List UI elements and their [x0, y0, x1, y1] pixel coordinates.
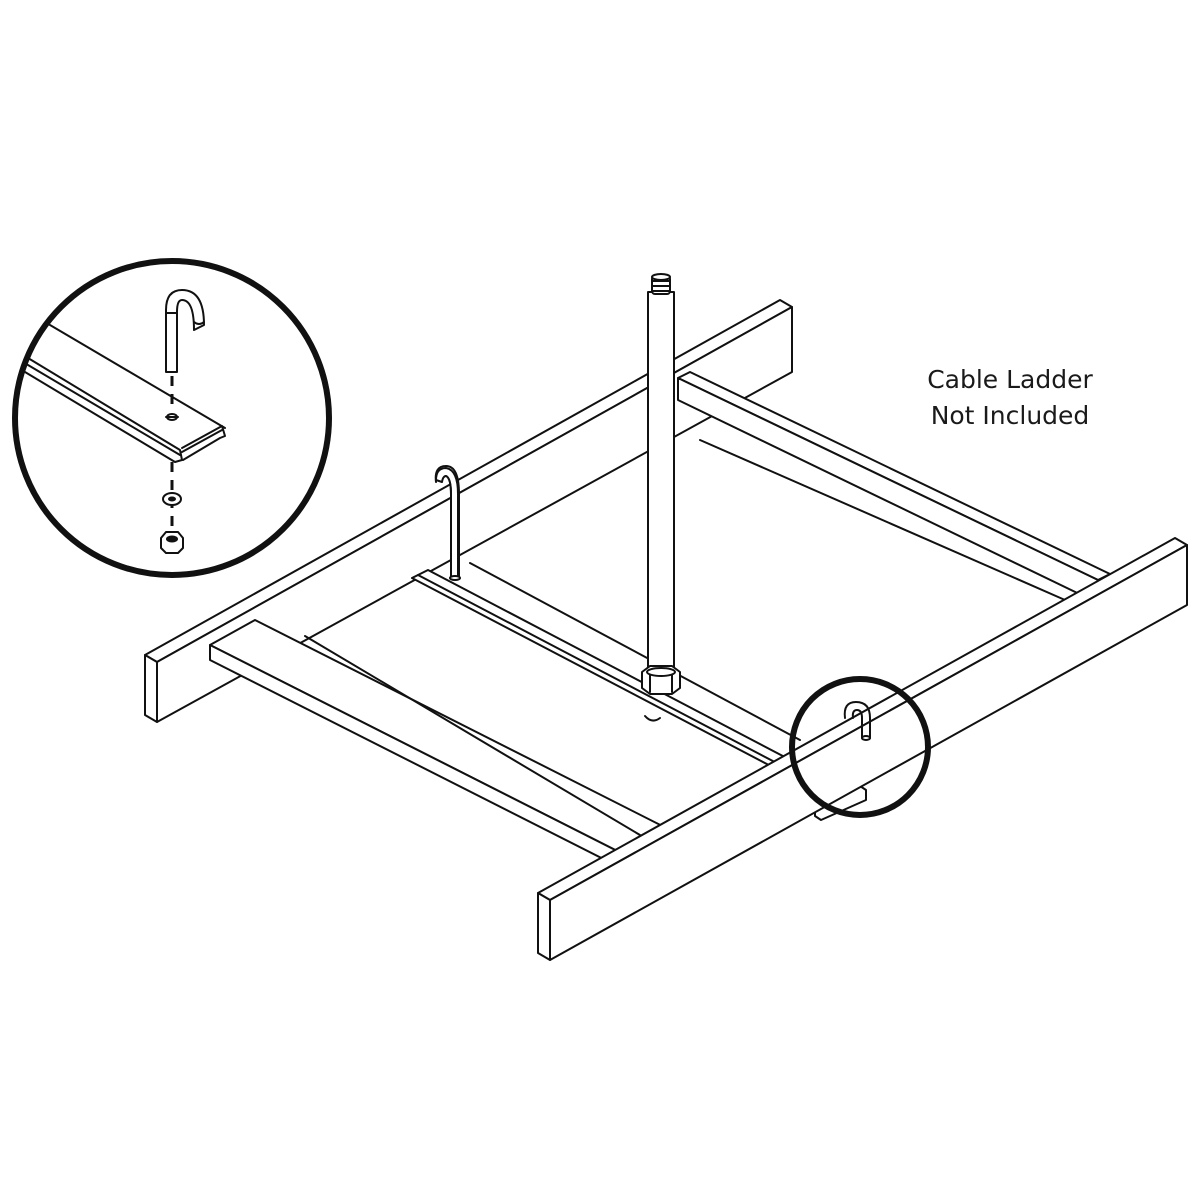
detail-inset [12, 258, 332, 578]
hex-nut [641, 665, 681, 722]
cable-ladder-note: Cable Ladder Not Included [905, 362, 1115, 434]
callout-circle [789, 676, 931, 818]
ladder-front-rail [537, 537, 1188, 961]
ladder-rungs [209, 371, 1111, 881]
note-line-1: Cable Ladder [927, 365, 1093, 394]
j-hook-right [843, 701, 871, 741]
note-line-2: Not Included [930, 401, 1090, 430]
threaded-rod [647, 273, 675, 678]
ladder-back-rail [144, 299, 793, 723]
j-hook-left [434, 465, 461, 581]
